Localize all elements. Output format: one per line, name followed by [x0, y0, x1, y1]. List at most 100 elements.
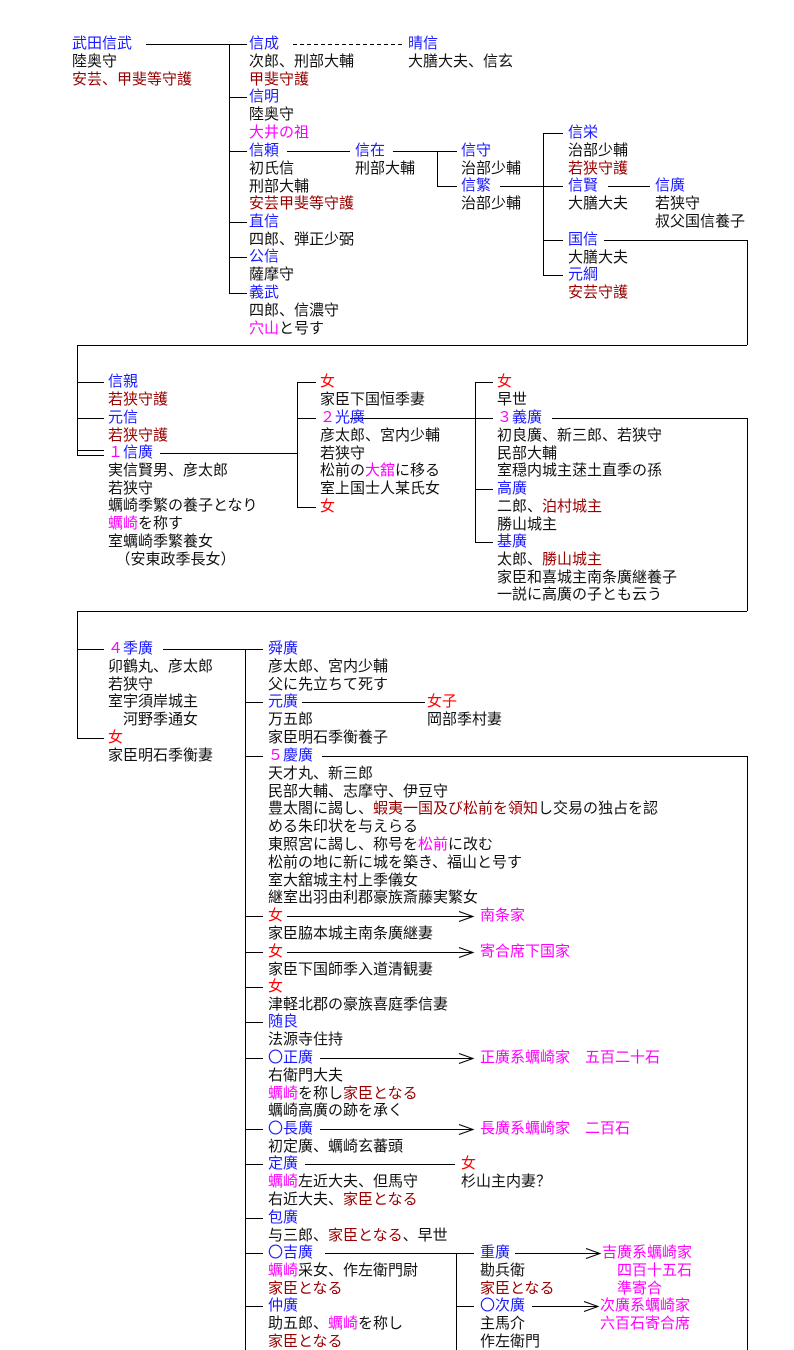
- person-note: 安芸甲斐等守護: [249, 194, 354, 213]
- person-name: 信明: [249, 87, 309, 106]
- text-segment: 叔父国信養子: [655, 211, 746, 230]
- person-name: 女: [268, 942, 433, 961]
- text-segment: 義武: [249, 283, 280, 301]
- person-note: 陸奥守: [72, 52, 192, 71]
- person-note: 東照宮に謁し、称号を松前に改む: [268, 834, 658, 854]
- person-note: 一説に高廣の子とも云う: [497, 585, 677, 604]
- person-note: 彦太郎、宮内少輔: [268, 657, 388, 676]
- person-note: 若狭守: [108, 479, 258, 498]
- text-segment: 杉山主内妻？: [461, 1171, 552, 1190]
- text-segment: 準寄合: [602, 1278, 663, 1297]
- person-daughter-2: 女: [320, 497, 336, 516]
- person-note: 若狭守護: [108, 390, 168, 409]
- person-note: 松前の地に新に城を築き、福山と号す: [268, 853, 658, 872]
- person-name: ２光廣: [320, 408, 440, 427]
- text-segment: ４: [108, 639, 124, 657]
- text-segment: 女: [320, 372, 336, 390]
- text-segment: 長廣系蠣崎家 二百石: [480, 1119, 631, 1137]
- text-segment: 基廣: [497, 532, 528, 550]
- text-segment: 国信: [568, 230, 599, 248]
- person-sadahiro: 定廣蠣崎左近大夫、但馬守右近大夫、家臣となる: [268, 1154, 418, 1208]
- arrowhead-icon: [585, 1248, 602, 1259]
- person-name: ３義廣: [497, 408, 662, 427]
- text-segment: 次廣系蠣崎家: [600, 1296, 691, 1314]
- person-daughter-okabe: 女子岡部季村妻: [427, 692, 502, 729]
- person-nakahiro: 仲廣助五郎、蠣崎を称し家臣となる: [268, 1296, 403, 1350]
- text-segment: 豊太閤に謁し、: [268, 799, 374, 818]
- text-segment: （安東政季長女）: [108, 549, 236, 568]
- text-segment: 若狭守護: [108, 425, 169, 444]
- arrowhead-icon: [458, 1053, 475, 1064]
- person-note: 若狭守: [108, 675, 213, 694]
- text-segment: 蠣崎: [268, 1260, 299, 1279]
- person-takahiro: 高廣二郎、泊村城主勝山城主: [497, 479, 602, 533]
- text-segment: 刑部大輔: [249, 176, 310, 195]
- person-note: 蠣崎季繁の養子となり: [108, 496, 258, 515]
- text-segment: 、早世: [402, 1225, 448, 1244]
- text-segment: 家臣となる: [268, 1278, 343, 1297]
- person-note: 民部大輔: [497, 444, 662, 463]
- person-name: ５慶廣: [268, 746, 658, 765]
- person-note: 家臣となる: [268, 1332, 403, 1350]
- person-note: 準寄合: [602, 1278, 692, 1298]
- person-name: 元綱: [568, 265, 628, 284]
- person-note: 天才丸、新三郎: [268, 764, 658, 783]
- text-segment: 家臣となる: [328, 1225, 403, 1244]
- person-note: 次郎、刑部大輔: [249, 52, 354, 71]
- person-note: 安芸、甲斐等守護: [72, 70, 192, 89]
- text-segment: を称し: [298, 1083, 344, 1102]
- person-note: 穴山と号す: [249, 319, 339, 338]
- text-segment: 公信: [249, 247, 280, 265]
- text-segment: 四郎、信濃守: [249, 300, 340, 319]
- text-segment: 家臣和喜城主南条廣継養子: [497, 567, 678, 586]
- person-note: 治部少輔: [568, 141, 628, 160]
- person-kuninobu: 国信大膳大夫: [568, 230, 628, 267]
- person-note: 四百十五石: [602, 1261, 692, 1280]
- person-2-mitsuhiro: ２光廣彦太郎、宮内少輔若狭守松前の大舘に移る室上国士人某氏女: [320, 408, 440, 498]
- text-segment: 信成: [249, 34, 280, 52]
- person-note: 継室出羽由利郡豪族斎藤実繁女: [268, 888, 658, 907]
- text-segment: 〇長廣: [268, 1119, 314, 1137]
- person-note: める朱印状を与えらる: [268, 817, 658, 836]
- person-note: 河野季通女: [108, 710, 213, 729]
- person-name: 義武: [249, 283, 339, 302]
- text-segment: 蠣崎: [268, 1083, 299, 1102]
- person-shigehiro: 重廣勘兵衛家臣となる: [480, 1243, 555, 1297]
- person-name: 公信: [249, 247, 294, 266]
- text-segment: 四郎、弾正少弼: [249, 229, 355, 248]
- text-segment: 家臣となる: [480, 1278, 555, 1297]
- text-segment: 安芸守護: [568, 282, 629, 301]
- person-name: 仲廣: [268, 1296, 403, 1315]
- person-note: 早世: [497, 390, 527, 409]
- person-name: 女: [108, 728, 213, 747]
- person-nobushige-nobunari: 信成次郎、刑部大輔甲斐守護: [249, 34, 354, 89]
- text-segment: 信明: [249, 87, 280, 105]
- person-note: 家臣和喜城主南条廣継養子: [497, 567, 678, 587]
- person-nobumori: 信守治部少輔: [461, 141, 521, 178]
- person-name: 晴信: [408, 34, 513, 53]
- text-segment: 勝山城主: [542, 549, 603, 568]
- text-segment: 元廣: [268, 692, 299, 710]
- text-segment: 武田信武: [72, 34, 133, 52]
- person-note: 大膳大夫: [568, 248, 628, 267]
- person-naonobu: 直信四郎、弾正少弼: [249, 212, 355, 249]
- person-note: 若狭守: [320, 444, 440, 463]
- person-note: 室大舘城主村上季儀女: [268, 871, 658, 890]
- text-segment: 季廣: [123, 639, 154, 657]
- text-segment: 女: [268, 942, 284, 960]
- person-note: 父に先立ちて死す: [268, 675, 388, 694]
- text-segment: 津軽北郡の豪族喜庭季信妻: [268, 994, 449, 1013]
- text-segment: に改む: [448, 834, 494, 853]
- text-segment: 大膳大夫、信玄: [408, 51, 514, 70]
- text-segment: 女: [320, 497, 336, 515]
- person-note: 家臣下国師季入道清観妻: [268, 960, 433, 979]
- person-name: 〇正廣: [268, 1048, 418, 1067]
- text-segment: 刑部大輔: [355, 158, 416, 177]
- person-note: 四郎、弾正少弼: [249, 229, 355, 249]
- text-segment: 助五郎、: [268, 1313, 329, 1332]
- person-note: 甲斐守護: [249, 70, 354, 89]
- text-segment: 大井の祖: [249, 122, 310, 141]
- text-segment: 信栄: [568, 123, 599, 141]
- text-segment: 室穏内城主蒁土直季の孫: [497, 461, 663, 480]
- text-segment: 大膳大夫: [568, 193, 629, 212]
